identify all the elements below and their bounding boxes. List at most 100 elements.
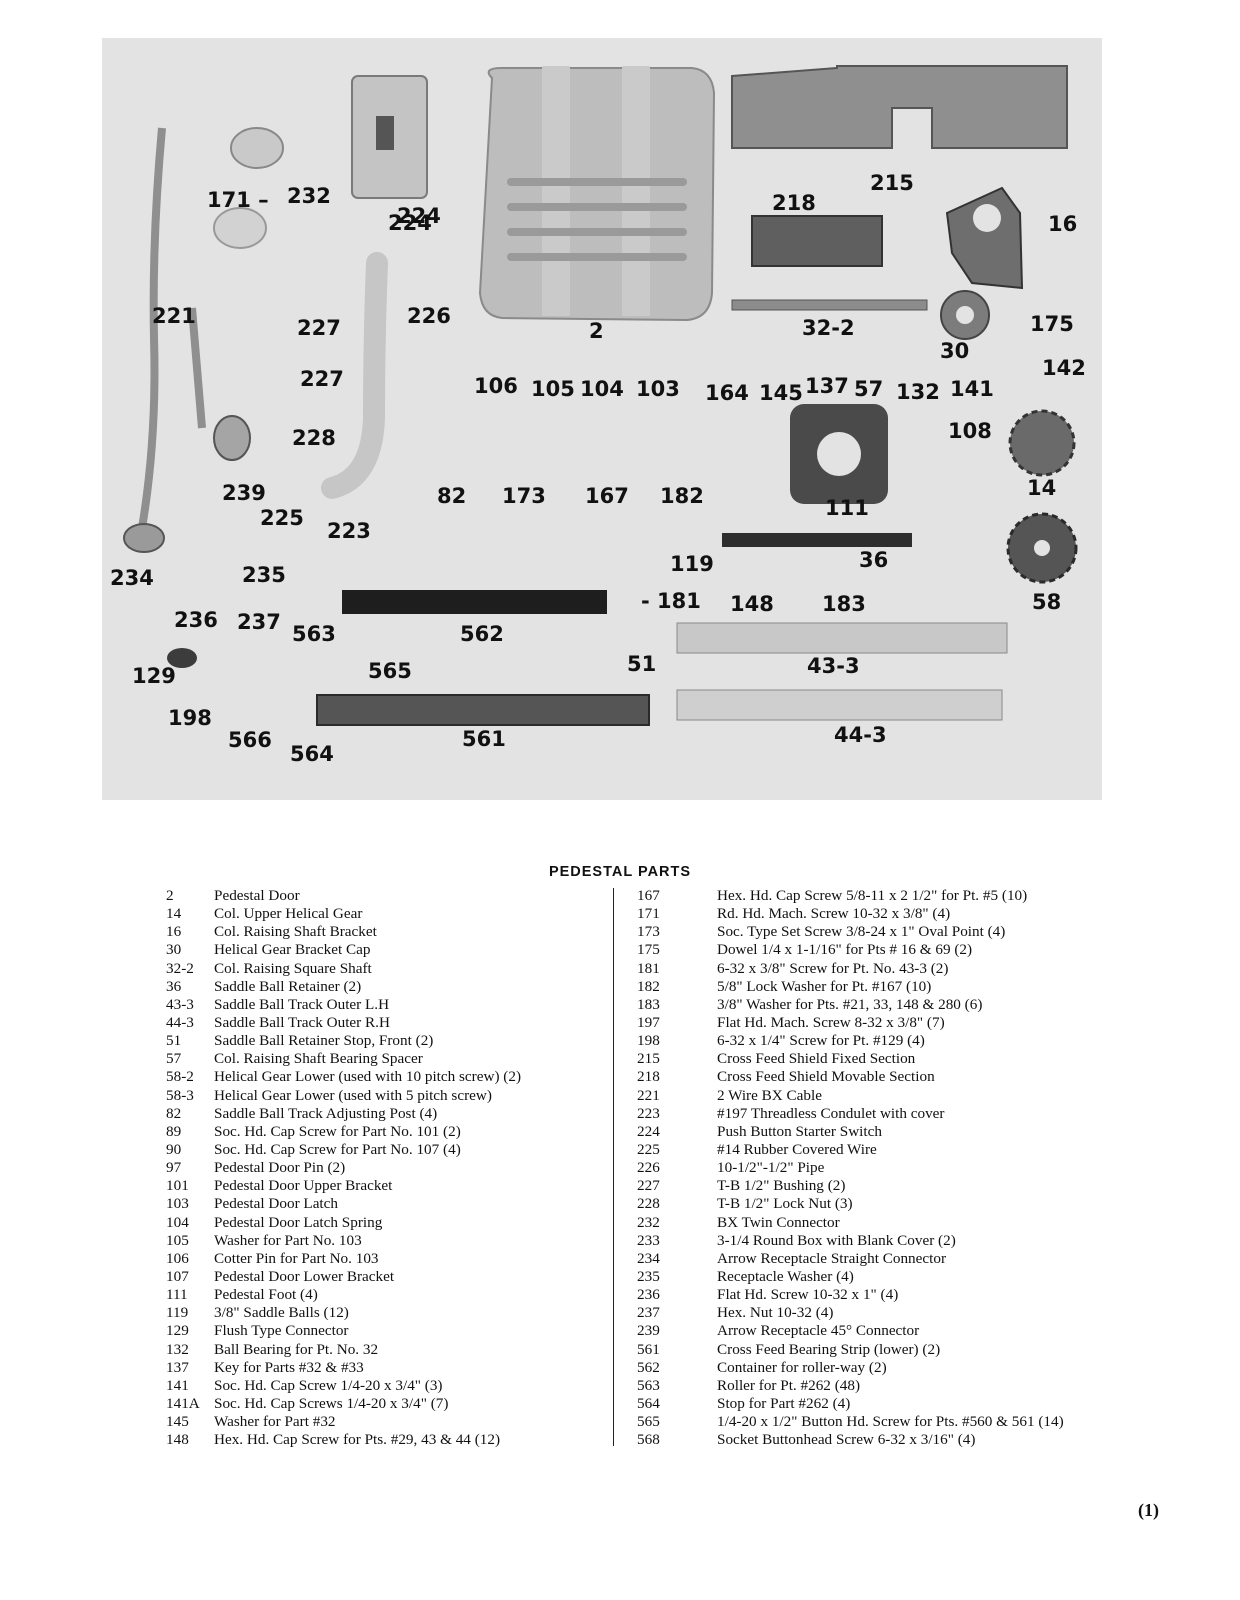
part-number: 564 — [637, 1394, 660, 1412]
photo-label: 563 — [292, 622, 336, 646]
part-description: Soc. Hd. Cap Screw for Part No. 101 (2) — [214, 1122, 461, 1140]
part-number: 89 — [166, 1122, 182, 1140]
door-slot — [507, 228, 687, 236]
part-description: Soc. Hd. Cap Screw for Part No. 107 (4) — [214, 1140, 461, 1158]
part-description: Flush Type Connector — [214, 1322, 349, 1340]
part-number: 181 — [637, 959, 660, 977]
pipe-shape — [321, 252, 388, 499]
photo-label: 565 — [368, 659, 412, 683]
part-number: 227 — [637, 1177, 660, 1195]
part-description: Helical Gear Lower (used with 5 pitch sc… — [214, 1086, 492, 1104]
photo-label: 141 — [950, 377, 994, 401]
photo-label: 82 — [437, 484, 467, 508]
switch-button — [376, 116, 394, 150]
part-description: Saddle Ball Track Outer R.H — [214, 1013, 390, 1031]
photo-label: 218 — [772, 191, 816, 215]
parts-list-title: PEDESTAL PARTS — [548, 864, 692, 880]
photo-label: 226 — [407, 304, 451, 328]
parts-list-item: 227 T-B 1/2" Bushing (2) — [637, 1177, 1157, 1195]
part-number: 171 — [637, 905, 660, 923]
part-description: Hex. Hd. Cap Screw for Pts. #29, 43 & 44… — [214, 1431, 500, 1449]
part-number: 36 — [166, 977, 182, 995]
parts-photo: 171 – 232 224 221 227 226 227 228 239 22… — [102, 38, 1102, 800]
photo-label: 132 — [896, 380, 940, 404]
part-description: Pedestal Door Lower Bracket — [214, 1267, 395, 1285]
ball-track-lh-shape — [676, 622, 1008, 654]
photo-label: 106 — [474, 374, 518, 398]
part-number: 129 — [166, 1322, 189, 1340]
part-description: T-B 1/2" Bushing (2) — [717, 1177, 846, 1195]
parts-list-item: 103 Pedestal Door Latch — [166, 1195, 606, 1213]
ball-track-rh-shape — [676, 689, 1003, 721]
part-number: 237 — [637, 1304, 660, 1322]
ball-retainer-shape — [722, 533, 912, 547]
square-shaft-shape — [731, 299, 928, 311]
part-number: 175 — [637, 941, 660, 959]
photo-label: 228 — [292, 426, 336, 450]
part-description: T-B 1/2" Lock Nut (3) — [717, 1195, 853, 1213]
flush-connector-shape — [167, 648, 197, 668]
part-description: 5/8" Lock Washer for Pt. #167 (10) — [717, 977, 932, 995]
part-description: Washer for Part No. 103 — [214, 1231, 362, 1249]
parts-list-item: 175 Dowel 1/4 x 1-1/16" for Pts # 16 & 69… — [637, 941, 1157, 959]
photo-label: 111 — [825, 496, 869, 520]
part-description: Cotter Pin for Part No. 103 — [214, 1249, 379, 1267]
part-description: Pedestal Door Latch Spring — [214, 1213, 383, 1231]
photo-label: 182 — [660, 484, 704, 508]
photo-label: 44-3 — [834, 723, 887, 747]
parts-illustration — [123, 65, 1078, 726]
part-number: 101 — [166, 1177, 189, 1195]
part-description: Dowel 1/4 x 1-1/16" for Pts # 16 & 69 (2… — [717, 941, 973, 959]
part-number: 232 — [637, 1213, 660, 1231]
part-description: Col. Upper Helical Gear — [214, 905, 363, 923]
part-description: Washer for Part #32 — [214, 1413, 336, 1431]
part-description: Col. Raising Shaft Bracket — [214, 923, 377, 941]
parts-list-item: 223#197 Threadless Condulet with cover — [637, 1105, 1157, 1123]
photo-label: 58 — [1032, 590, 1062, 614]
part-number: 226 — [637, 1159, 660, 1177]
part-description: 2 Wire BX Cable — [717, 1086, 822, 1104]
photo-label: 234 — [110, 566, 154, 590]
pedestal-door-shape — [478, 67, 716, 322]
part-number: 145 — [166, 1413, 189, 1431]
part-number: 103 — [166, 1195, 189, 1213]
part-description: 6-32 x 1/4" Screw for Pt. #129 (4) — [717, 1032, 925, 1050]
photo-label: 223 — [327, 519, 371, 543]
part-number: 107 — [166, 1267, 189, 1285]
part-number: 104 — [166, 1213, 189, 1231]
blank-cover-shape — [213, 207, 267, 249]
part-description: 3/8" Washer for Pts. #21, 33, 148 & 280 … — [717, 995, 983, 1013]
part-description: Flat Hd. Mach. Screw 8-32 x 3/8" (7) — [717, 1013, 945, 1031]
part-number: 563 — [637, 1376, 660, 1394]
bearing-strip-shape — [316, 694, 650, 726]
bracket-shape — [945, 186, 1024, 290]
photo-label: 103 — [636, 377, 680, 401]
part-description: Hex. Hd. Cap Screw 5/8-11 x 2 1/2" for P… — [717, 887, 1028, 904]
part-description: 1/4-20 x 1/2" Button Hd. Screw for Pts. … — [717, 1413, 1064, 1431]
part-number: 568 — [637, 1431, 660, 1449]
part-description: Pedestal Door Latch — [214, 1195, 338, 1213]
part-number: 32-2 — [166, 959, 194, 977]
part-description: Pedestal Door — [214, 887, 300, 904]
photo-label: 225 — [260, 506, 304, 530]
